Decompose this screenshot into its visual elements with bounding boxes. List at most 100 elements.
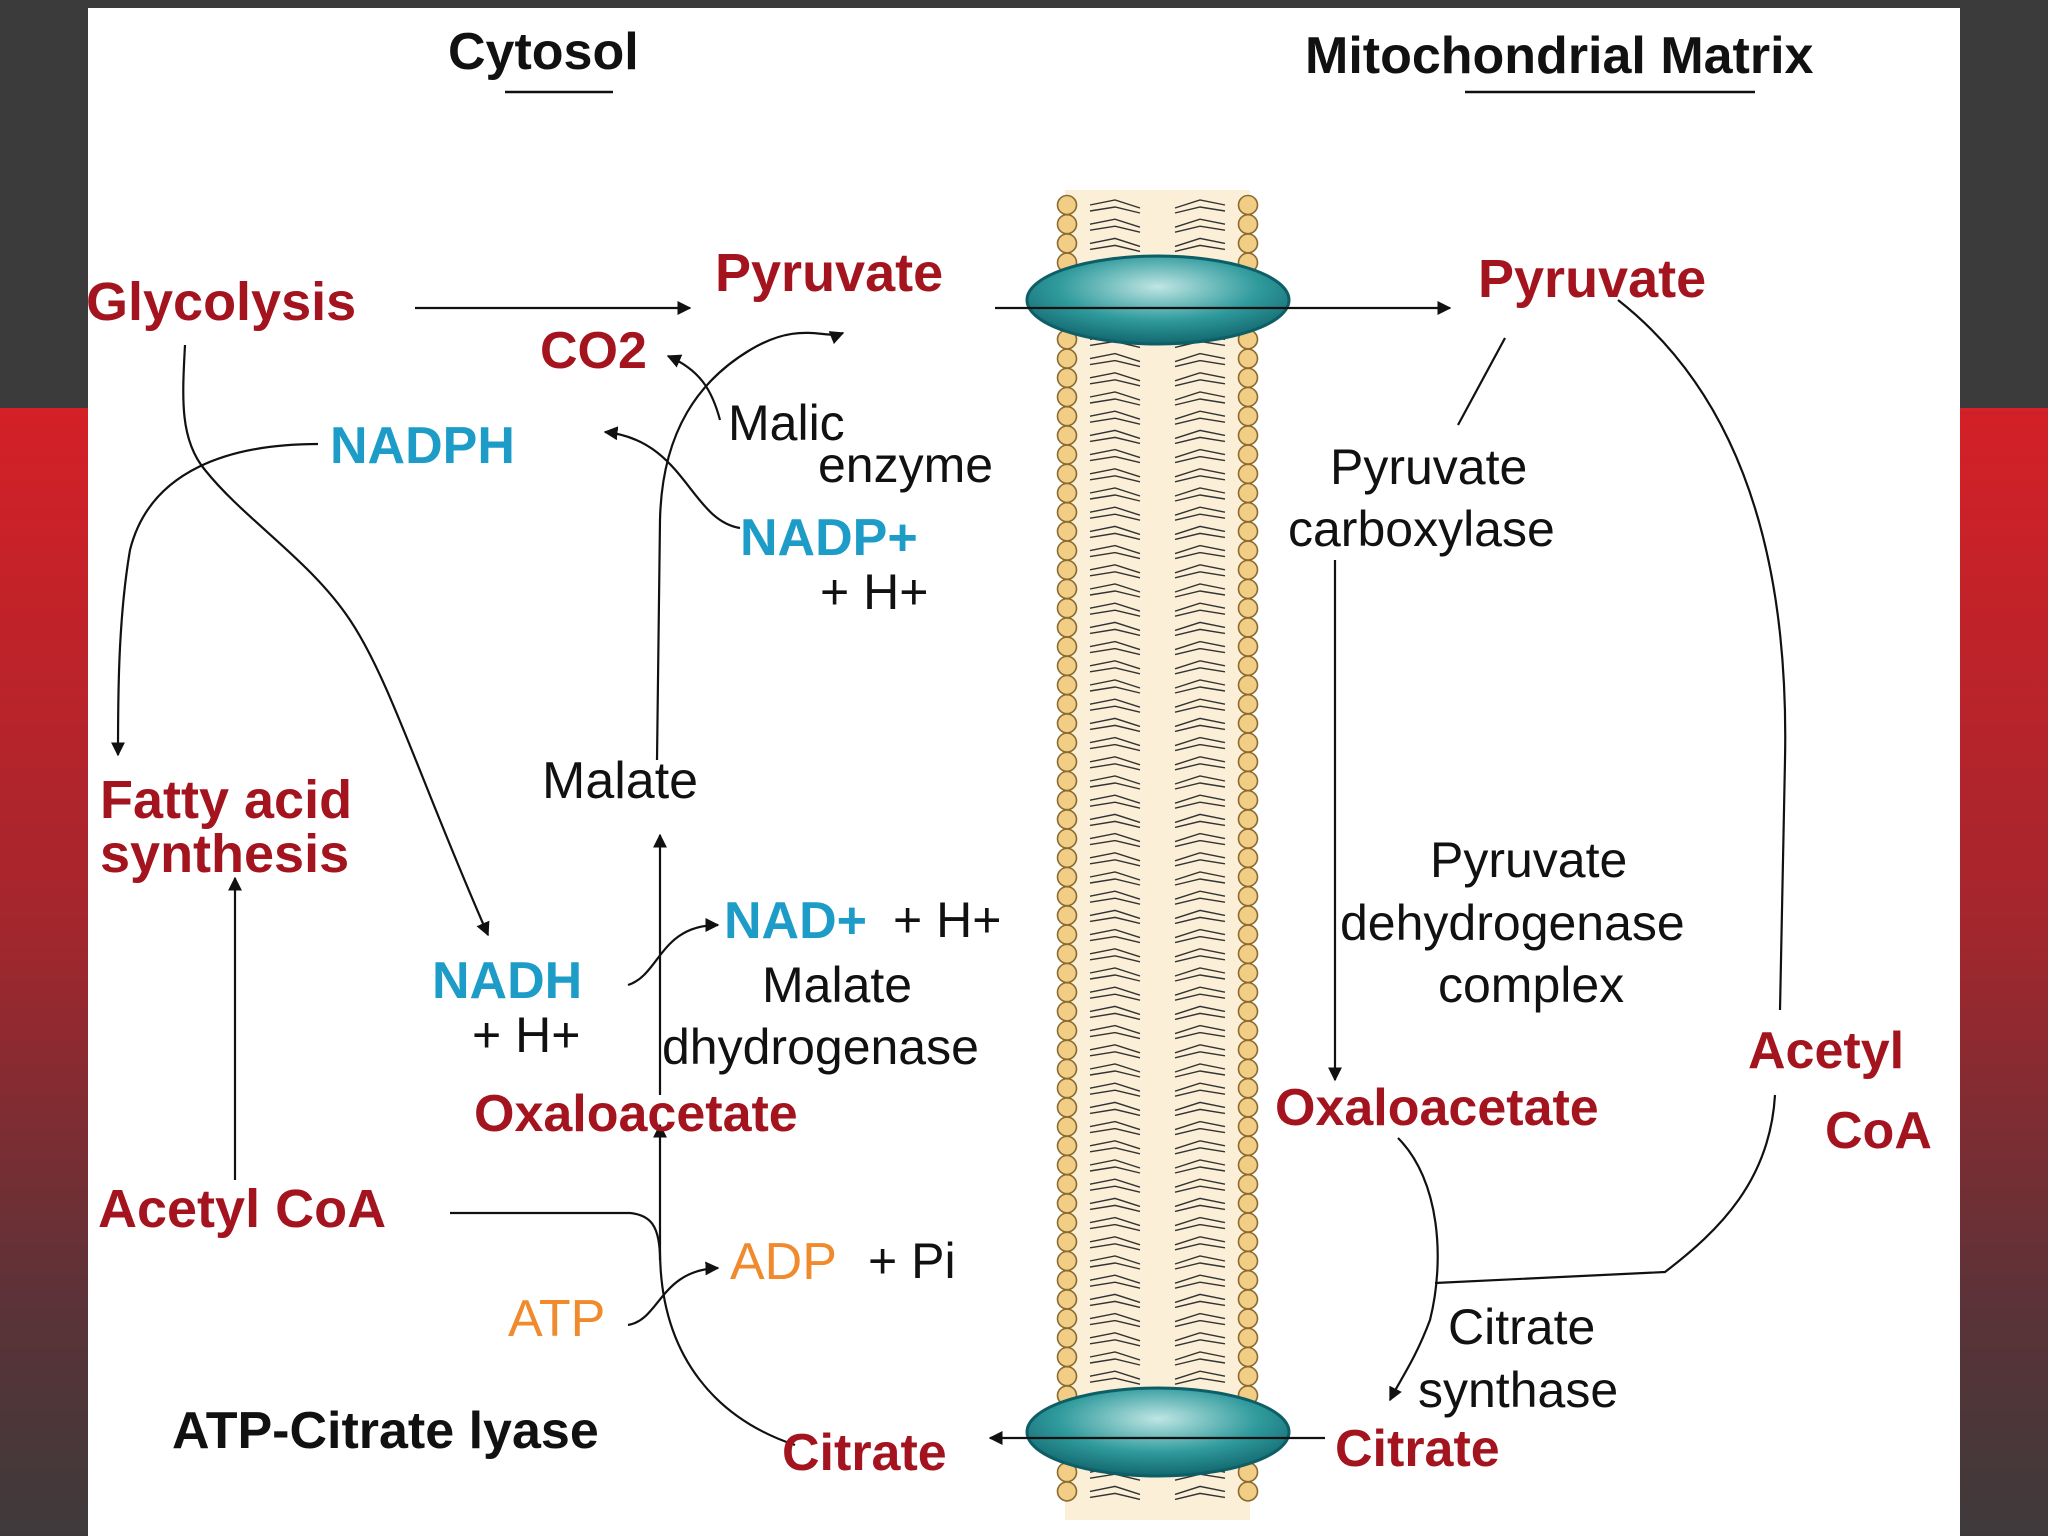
lipid-head [1237,1269,1259,1291]
lipid-head [1056,655,1078,677]
lipid-tail [1089,352,1141,368]
lipid-tail [1089,448,1141,464]
lipid-tail [1089,199,1141,214]
lipid-tail [1174,487,1226,502]
lipid-tail [1089,1485,1141,1501]
lipid-head [1056,1327,1078,1349]
lipid-tail [1174,640,1226,656]
lipid-head [1237,962,1259,984]
lipid-head [1237,1077,1259,1099]
lipid-head [1056,713,1078,734]
lipid-head [1056,770,1078,792]
lipid-head [1237,501,1259,523]
figure-panel [88,8,1960,1536]
label-malate-dehydrogenase-1: Malate [762,957,913,1013]
label-acetyl-matrix-1: Acetyl [1748,1022,1905,1080]
lipid-head [1237,655,1259,677]
lipid-tail [1174,1178,1226,1193]
lipid-tail [1174,698,1226,713]
lipid-head [1056,463,1078,485]
label-citrate-synthase-2: synthase [1418,1362,1619,1418]
lipid-head [1056,636,1078,657]
lipid-head [1056,1116,1078,1137]
lipid-head [1237,1173,1259,1195]
lipid-head [1237,1289,1259,1310]
lipid-tail [1089,621,1141,637]
label-malic-enzyme-2: enzyme [818,437,994,493]
label-citrate-matrix: Citrate [1335,1420,1500,1478]
lipid-tail [1089,852,1141,867]
lipid-tail [1174,506,1226,521]
lipid-head [1237,1231,1259,1253]
lipid-head [1237,1365,1259,1387]
citrate-transporter [1025,1386,1291,1478]
lipid-tail [1174,1236,1226,1251]
lipid-tail [1174,448,1226,464]
lipid-tail [1174,832,1226,848]
lipid-tail [1089,928,1141,944]
lipid-head [1237,194,1259,216]
lipid-tail [1174,1255,1226,1270]
lipid-head [1056,1250,1078,1272]
label-pdh-3: complex [1438,957,1625,1013]
lipid-tail [1174,583,1226,598]
lipid-head [1237,828,1259,849]
lipid-head [1056,559,1078,581]
lipid-head [1237,809,1259,830]
lipid-head [1056,885,1078,907]
lipid-head [1056,425,1078,446]
label-nadh-h: + H+ [472,1007,581,1063]
lipid-head [1237,1308,1259,1329]
lipid-head [1056,1269,1078,1291]
lipid-head [1056,194,1078,216]
label-acetyl-matrix-2: CoA [1825,1102,1932,1160]
lipid-tail [1174,429,1226,445]
lipid-head [1237,789,1259,811]
lipid-head [1237,367,1259,389]
lipid-head [1056,1346,1078,1368]
lipid-tail [1089,1274,1141,1289]
lipid-head [1237,1001,1259,1022]
lipid-head [1056,732,1078,753]
lipid-tail [1174,199,1226,214]
lipid-head [1237,1020,1259,1041]
lipid-head [1237,751,1259,773]
lipid-head [1237,1154,1259,1176]
lipid-tail [1089,429,1141,445]
lipid-head [1056,1308,1078,1329]
arrow-oxaloacetate-citrate [1389,1137,1439,1402]
lipid-tail [1174,679,1226,694]
lipid-head [1056,540,1078,561]
lipid-head [1237,348,1259,369]
lipid-tail [1089,506,1141,521]
lipid-tail [1089,1370,1141,1385]
label-oxaloacetate-cytosol: Oxaloacetate [474,1085,798,1143]
lipid-tail [1174,794,1226,809]
label-citrate-cytosol: Citrate [782,1424,947,1482]
lipid-tail [1174,928,1226,944]
lipid-head [1237,559,1259,581]
arrow-pyruvate-acetylcoa [1617,299,1787,1011]
lipid-head [1056,444,1078,465]
lipid-tail [1174,736,1226,752]
label-adp: ADP [730,1233,837,1291]
lipid-tail [1174,372,1226,387]
lipid-head [1056,501,1078,523]
lipid-tail [1174,1197,1226,1213]
lipid-head [1056,847,1078,869]
lipid-tail [1089,1140,1141,1155]
lipid-head [1237,1346,1259,1368]
lipid-head [1237,636,1259,657]
lipid-tail [1174,621,1226,637]
label-malate: Malate [542,752,699,810]
lipid-head [1056,521,1078,542]
label-pdh-2: dehydrogenase [1340,895,1685,951]
lipid-tail [1089,237,1141,253]
label-atp: ATP [508,1290,606,1348]
lipid-head [1237,905,1259,926]
lipid-tail [1089,775,1141,790]
lipid-head [1056,482,1078,504]
lipid-head [1056,981,1078,1003]
lipid-head [1237,943,1259,965]
lipid-head [1237,1212,1259,1233]
